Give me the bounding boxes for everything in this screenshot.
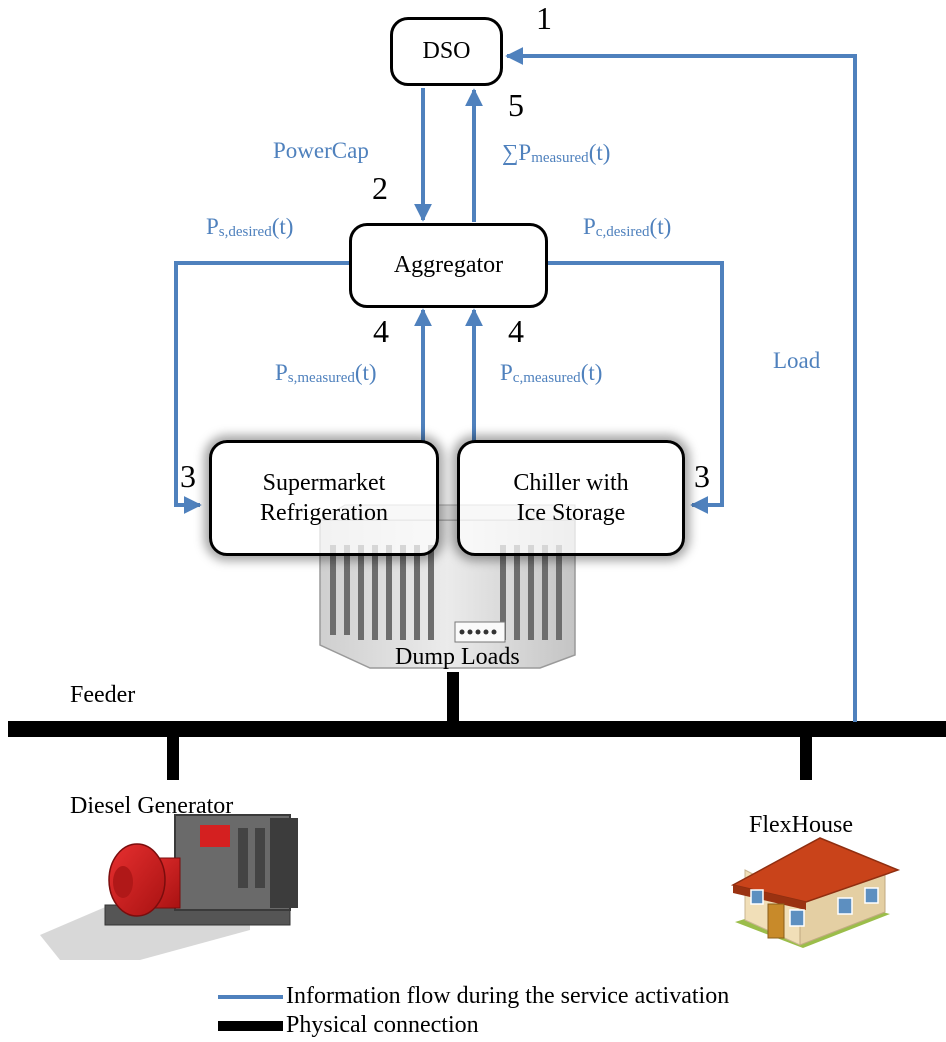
flexhouse-label: FlexHouse <box>749 812 853 838</box>
diesel-generator-label: Diesel Generator <box>70 793 234 819</box>
c-desired-arrow <box>547 261 724 514</box>
feeder-label: Feeder <box>70 682 136 708</box>
physical-connections <box>8 672 946 780</box>
aggregator-node: Aggregator <box>349 223 548 308</box>
legend-physical-label: Physical connection <box>286 1012 479 1038</box>
chiller-label-line2: Ice Storage <box>516 500 626 526</box>
feeder-bus <box>8 721 946 737</box>
step-5: 5 <box>508 87 524 123</box>
s-desired-label: Ps,desired(t) <box>206 214 294 240</box>
legend-info-label: Information flow during the service acti… <box>286 983 730 1009</box>
step-3-chiller: 3 <box>694 458 710 494</box>
dso-label: DSO <box>422 38 471 64</box>
supermarket-refrigeration-node: Supermarket Refrigeration <box>209 440 439 556</box>
aggregator-label: Aggregator <box>393 252 504 278</box>
c-desired-label: Pc,desired(t) <box>583 214 672 240</box>
step-2: 2 <box>372 170 388 206</box>
chiller-ice-storage-node: Chiller with Ice Storage <box>457 440 685 556</box>
chiller-label-line1: Chiller with <box>513 470 629 496</box>
step-4-chiller: 4 <box>508 313 524 349</box>
s-desired-arrow <box>174 261 350 514</box>
step-3-supermarket: 3 <box>180 458 196 494</box>
load-arrow <box>505 47 857 722</box>
step-4-supermarket: 4 <box>373 313 389 349</box>
supermarket-label-line1: Supermarket <box>262 470 386 496</box>
generator-connection <box>167 736 179 780</box>
s-measured-label: Ps,measured(t) <box>275 360 377 386</box>
flexhouse-connection <box>800 736 812 780</box>
legend-physical-line <box>218 1021 283 1031</box>
dump-loads-label: Dump Loads <box>395 644 520 670</box>
load-label: Load <box>773 348 821 373</box>
supermarket-label-line2: Refrigeration <box>260 500 388 526</box>
diesel-generator-icon <box>40 814 298 960</box>
step-1: 1 <box>536 0 552 36</box>
information-flows <box>174 47 857 722</box>
c-measured-label: Pc,measured(t) <box>500 360 603 386</box>
powercap-label: PowerCap <box>273 138 369 163</box>
sum-measured-label: ∑Pmeasured(t) <box>502 140 611 166</box>
dso-node: DSO <box>390 17 503 86</box>
house-icon <box>730 837 901 948</box>
dump-load-connection <box>447 672 459 722</box>
